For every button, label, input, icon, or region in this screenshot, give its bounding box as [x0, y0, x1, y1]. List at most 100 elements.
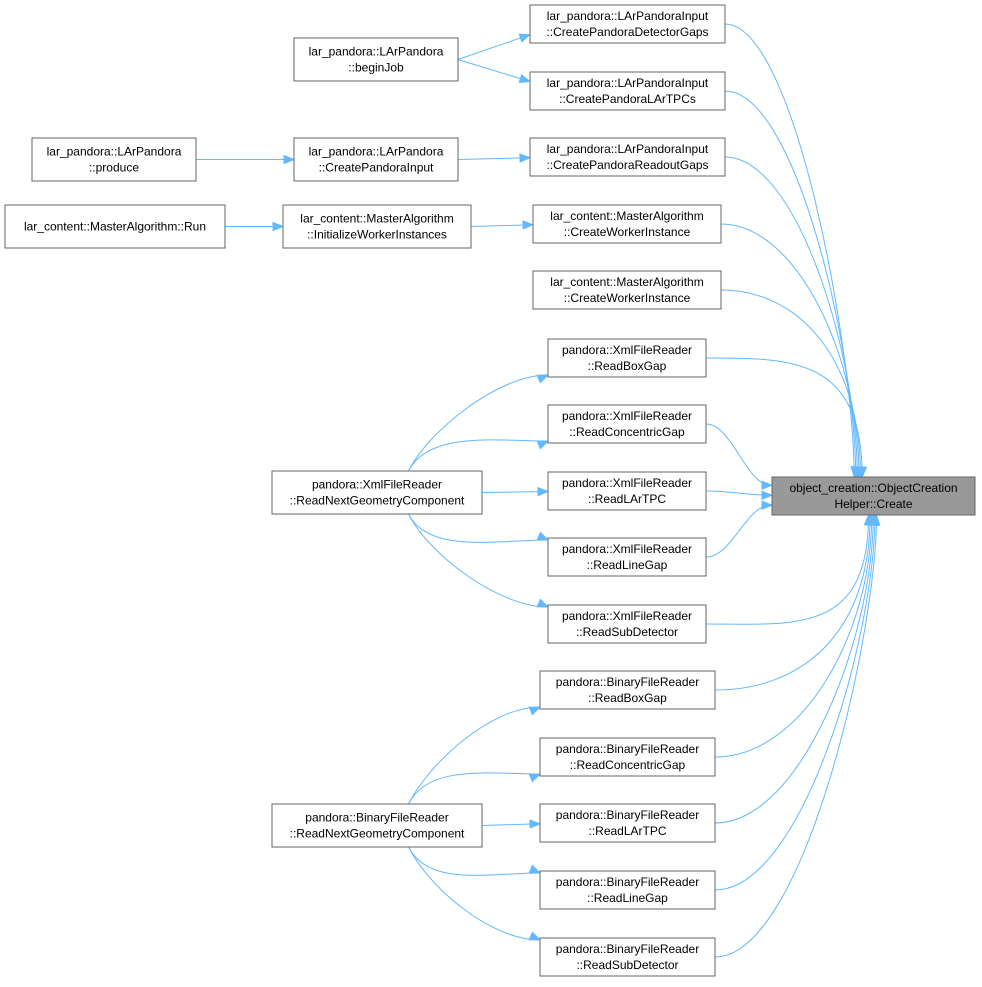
graph-node-run[interactable]: lar_content::MasterAlgorithm::Run — [4, 204, 226, 249]
edge-cwi1-to-create — [720, 223, 865, 479]
edge-line — [408, 513, 549, 608]
edge-arrowhead — [283, 154, 296, 165]
node-label-line: pandora::XmlFileReader — [562, 409, 692, 423]
graph-node-xsub[interactable]: pandora::XmlFileReader::ReadSubDetector — [547, 604, 707, 644]
node-label-line: ::ReadLineGap — [587, 891, 668, 905]
edge-arrowhead — [536, 440, 550, 450]
edge-line — [408, 846, 541, 941]
edge-arrowhead — [528, 864, 542, 874]
node-label-line: pandora::BinaryFileReader — [305, 811, 448, 825]
edge-xlartpc-to-create — [705, 490, 774, 500]
node-box — [532, 270, 722, 310]
node-box — [547, 338, 707, 378]
node-label-line: ::InitializeWorkerInstances — [307, 228, 447, 242]
node-box — [529, 137, 726, 177]
graph-node-produce[interactable]: lar_pandora::LArPandora::produce — [31, 137, 197, 182]
node-box — [271, 470, 483, 515]
edge-arrowhead — [761, 490, 774, 500]
graph-node-cwi2[interactable]: lar_content::MasterAlgorithm::CreateWork… — [532, 270, 722, 310]
node-label-line: pandora::BinaryFileReader — [556, 742, 699, 756]
edge-lartpcs-to-create — [724, 90, 862, 479]
graph-node-create[interactable]: object_creation::ObjectCreationHelper::C… — [771, 476, 976, 516]
node-label-line: object_creation::ObjectCreation — [789, 481, 957, 495]
graph-node-xboxgap[interactable]: pandora::XmlFileReader::ReadBoxGap — [547, 338, 707, 378]
graph-node-xnext[interactable]: pandora::XmlFileReader::ReadNextGeometry… — [271, 470, 483, 515]
edge-bnext-to-bboxgap — [408, 706, 542, 805]
node-label-line: ::ReadBoxGap — [588, 359, 667, 373]
edge-arrowhead — [272, 221, 285, 232]
node-label-line: pandora::BinaryFileReader — [556, 808, 699, 822]
graph-node-cpi[interactable]: lar_pandora::LArPandora::CreatePandoraIn… — [293, 137, 459, 182]
edge-line — [408, 706, 541, 805]
edge-line — [705, 423, 772, 486]
graph-node-xlartpc[interactable]: pandora::XmlFileReader::ReadLArTPC — [547, 471, 707, 511]
graph-node-blartpc[interactable]: pandora::BinaryFileReader::ReadLArTPC — [539, 803, 716, 843]
node-label-line: pandora::BinaryFileReader — [556, 675, 699, 689]
graph-node-bnext[interactable]: pandora::BinaryFileReader::ReadNextGeome… — [271, 803, 483, 848]
graph-node-xconc[interactable]: pandora::XmlFileReader::ReadConcentricGa… — [547, 404, 707, 444]
edge-xsub-to-create — [705, 513, 874, 625]
graph-node-iwi[interactable]: lar_content::MasterAlgorithm::Initialize… — [282, 204, 472, 249]
node-label-line: lar_pandora::LArPandora — [47, 145, 182, 159]
edge-cpi-to-readoutgaps — [457, 153, 532, 163]
graph-node-cwi1[interactable]: lar_content::MasterAlgorithm::CreateWork… — [532, 204, 722, 244]
edge-line — [720, 289, 862, 478]
node-label-line: lar_content::MasterAlgorithm::Run — [24, 220, 206, 234]
edge-bnext-to-bsub — [408, 846, 542, 941]
edge-arrowhead — [522, 220, 535, 230]
edge-line — [714, 514, 874, 824]
node-box — [539, 870, 716, 910]
edge-arrowhead — [518, 73, 532, 84]
node-label-line: pandora::XmlFileReader — [562, 476, 692, 490]
node-box — [539, 937, 716, 977]
graph-node-lartpcs[interactable]: lar_pandora::LArPandoraInput::CreatePand… — [529, 71, 726, 111]
edge-line — [408, 772, 541, 805]
edge-arrowhead — [536, 598, 550, 608]
graph-node-bconc[interactable]: pandora::BinaryFileReader::ReadConcentri… — [539, 737, 716, 777]
node-label-line: ::ReadLArTPC — [588, 824, 666, 838]
graph-node-beginjob[interactable]: lar_pandora::LArPandora::beginJob — [293, 37, 459, 82]
edge-xconc-to-create — [705, 423, 774, 490]
edge-line — [724, 156, 858, 478]
edge-xnext-to-xconc — [408, 439, 550, 472]
node-box — [282, 204, 472, 249]
edge-line — [724, 23, 855, 478]
node-box — [547, 404, 707, 444]
node-label-line: ::CreateWorkerInstance — [564, 225, 691, 239]
graph-node-bline[interactable]: pandora::BinaryFileReader::ReadLineGap — [539, 870, 716, 910]
node-box — [31, 137, 197, 182]
edge-line — [714, 514, 878, 958]
edge-line — [714, 514, 871, 691]
graph-node-bboxgap[interactable]: pandora::BinaryFileReader::ReadBoxGap — [539, 670, 716, 710]
edge-bboxgap-to-create — [714, 513, 875, 691]
edge-bsub-to-create — [714, 513, 881, 958]
node-label-line: ::ReadSubDetector — [576, 958, 678, 972]
node-label-line: ::ReadBoxGap — [588, 691, 667, 705]
edge-detgaps-to-create — [724, 23, 860, 479]
edge-bnext-to-bline — [408, 846, 542, 876]
edge-beginjob-to-detgaps — [457, 33, 532, 60]
node-box — [539, 670, 716, 710]
graph-node-detgaps[interactable]: lar_pandora::LArPandoraInput::CreatePand… — [529, 4, 726, 44]
edge-beginjob-to-lartpcs — [457, 59, 532, 84]
node-label-line: Helper::Create — [834, 497, 912, 511]
node-label-line: ::CreatePandoraLArTPCs — [559, 92, 696, 106]
graph-node-xline[interactable]: pandora::XmlFileReader::ReadLineGap — [547, 537, 707, 577]
edge-bconc-to-create — [714, 513, 876, 758]
edge-readoutgaps-to-create — [724, 156, 863, 479]
edge-arrowhead — [537, 486, 550, 497]
node-label-line: ::ReadConcentricGap — [570, 758, 686, 772]
node-label-line: lar_pandora::LArPandoraInput — [547, 142, 709, 156]
edge-xnext-to-xline — [408, 513, 550, 543]
graph-node-readoutgaps[interactable]: lar_pandora::LArPandoraInput::CreatePand… — [529, 137, 726, 177]
node-box — [547, 471, 707, 511]
node-label-line: lar_content::MasterAlgorithm — [550, 275, 703, 289]
edge-arrowhead — [518, 33, 532, 43]
node-label-line: ::produce — [89, 161, 139, 175]
edge-line — [724, 90, 857, 478]
node-box — [547, 604, 707, 644]
graph-node-bsub[interactable]: pandora::BinaryFileReader::ReadSubDetect… — [539, 937, 716, 977]
edges-layer — [196, 23, 881, 958]
edge-line — [720, 223, 860, 478]
node-box — [539, 803, 716, 843]
